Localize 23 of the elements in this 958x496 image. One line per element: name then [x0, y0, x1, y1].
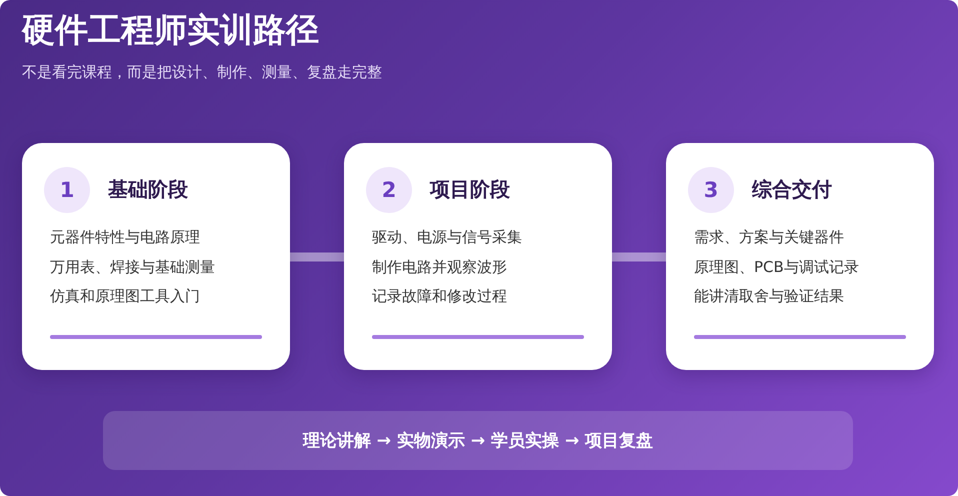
- subtitle: 不是看完课程，而是把设计、制作、测量、复盘走完整: [22, 63, 382, 82]
- step-number: 2: [366, 167, 412, 213]
- diagram-title: 硬件工程师实训路径: [22, 9, 319, 51]
- stage-card: [344, 143, 612, 370]
- list-item: 元器件特性与电路原理: [50, 228, 200, 247]
- stage-card: [666, 143, 934, 370]
- list-item: 原理图、PCB与调试记录: [694, 258, 859, 276]
- card-heading: 项目阶段: [430, 176, 510, 203]
- step-number: 1: [44, 167, 90, 213]
- card-heading: 基础阶段: [108, 176, 188, 203]
- step-number: 3: [688, 167, 734, 213]
- list-item: 仿真和原理图工具入门: [50, 287, 200, 306]
- connector-bar: [290, 252, 344, 262]
- list-item: 万用表、焊接与基础测量: [50, 258, 215, 276]
- connector-bar: [612, 252, 666, 262]
- list-item: 能讲清取舍与验证结果: [694, 287, 844, 306]
- list-item: 制作电路并观察波形: [372, 258, 507, 276]
- list-item: 需求、方案与关键器件: [694, 228, 844, 247]
- list-item: 记录故障和修改过程: [372, 287, 507, 306]
- stage-card: [22, 143, 290, 370]
- list-item: 驱动、电源与信号采集: [372, 228, 522, 247]
- process-banner: 理论讲解 → 实物演示 → 学员实操 → 项目复盘: [103, 411, 853, 470]
- card-heading: 综合交付: [752, 176, 832, 203]
